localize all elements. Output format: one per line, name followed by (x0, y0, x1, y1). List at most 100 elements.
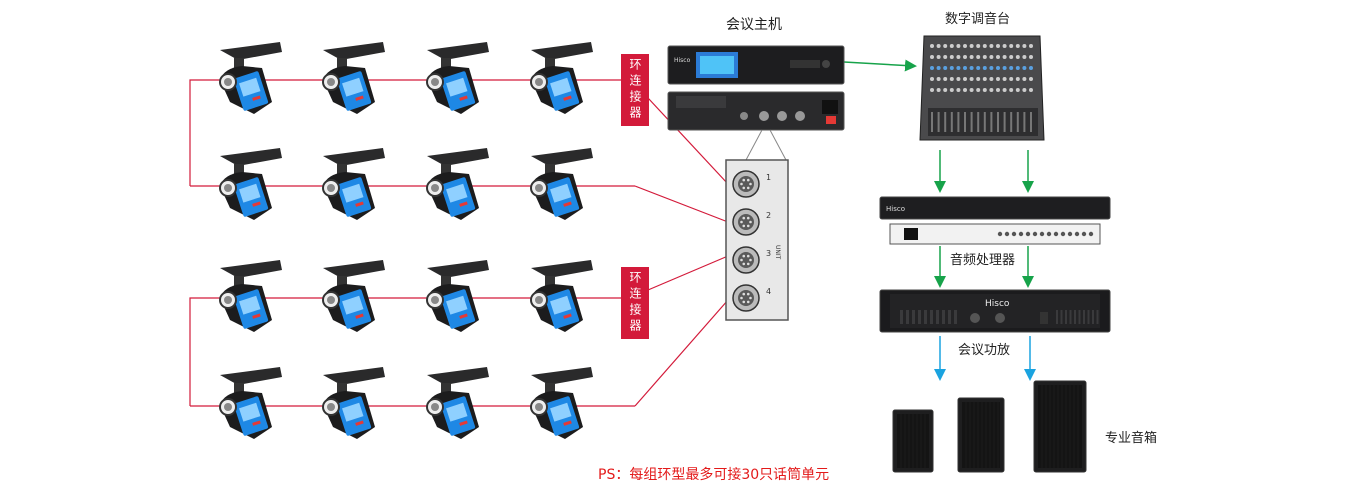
mixer-knob (982, 44, 987, 48)
mixer-knob (989, 77, 994, 81)
mixer-knob (949, 55, 954, 59)
microphone-unit-6 (322, 148, 385, 220)
mixer-knob (989, 44, 994, 48)
mixer-knob (969, 55, 974, 59)
main-unit-front: Hisco (667, 45, 845, 85)
mixer-knob (943, 44, 948, 48)
mixer-knob (949, 44, 954, 48)
mixer-fader (970, 112, 973, 132)
mixer-knob (956, 55, 961, 59)
mixer-fader (950, 112, 953, 132)
amplifier-vent (1078, 310, 1081, 324)
amplifier-vent (954, 310, 957, 324)
mixer-knob (969, 77, 974, 81)
mixer-knob (1029, 88, 1033, 92)
mixer-label: 数字调音台 (945, 12, 1011, 27)
mixer-knob (1022, 66, 1027, 70)
microphone-unit-3 (426, 42, 489, 114)
processor-port (1088, 231, 1094, 237)
mixer-knob (936, 55, 941, 59)
processor-port (1032, 231, 1038, 237)
mixer-fader (977, 112, 980, 132)
mixer-knob (930, 88, 934, 92)
audio-processor: Hisco (879, 196, 1111, 245)
processor-port (1046, 231, 1052, 237)
mixer-knob (963, 55, 967, 59)
mixer-knob (1002, 55, 1007, 59)
ring-coupler-1: 环连接器 (621, 54, 649, 126)
mixer-fader (1003, 112, 1006, 132)
mixer-fader (944, 112, 947, 132)
mixer-knob (969, 88, 974, 92)
mixer-knob (949, 88, 954, 92)
coupler2-to-port3 (647, 255, 729, 291)
mixer-knob (943, 88, 948, 92)
mixer-knob (996, 55, 1000, 59)
mixer-knob (956, 88, 961, 92)
signal-arrows (843, 59, 1036, 381)
arrow-main-to-mixer (843, 59, 917, 72)
digital-mixer (919, 35, 1045, 141)
amplifier-vent (930, 310, 933, 324)
mixer-knob (956, 66, 961, 70)
mixer-knob (1009, 55, 1014, 59)
mixer-knob (996, 44, 1000, 48)
mixer-fader (1010, 112, 1013, 132)
mixer-knob (1002, 88, 1007, 92)
mixer-knob (956, 77, 961, 81)
mixer-knob (982, 66, 987, 70)
amplifier-vent (912, 310, 915, 324)
mixer-knob (1009, 88, 1014, 92)
mixer-knob (1009, 77, 1014, 81)
unit-port-1: 1 (732, 170, 771, 198)
amplifier-brand: Hisco (985, 299, 1010, 309)
mixer-knob (1009, 44, 1014, 48)
mixer-knob (976, 88, 981, 92)
amplifier-vent (1074, 310, 1076, 324)
mixer-knob (969, 66, 974, 70)
mixer-fader (964, 112, 966, 132)
mixer-knob (1022, 77, 1027, 81)
mixer-knob (943, 66, 948, 70)
mixer-knob (996, 88, 1000, 92)
processor-port (1081, 231, 1087, 237)
mixer-knob (976, 66, 981, 70)
processor-brand: Hisco (886, 205, 905, 213)
mixer-knob (996, 66, 1000, 70)
amplifier-vent (900, 310, 903, 324)
amplifier-vent (1087, 310, 1090, 324)
microphone-unit-12 (530, 260, 593, 332)
note-text: PS：每组环型最多可接30只话筒单元 (598, 467, 830, 483)
ring-coupler-2: 环连接器 (621, 267, 649, 339)
mixer-knob (1022, 88, 1027, 92)
processor-port (1025, 231, 1031, 237)
mixer-knob (976, 44, 981, 48)
mixer-knob (930, 66, 934, 70)
microphone-units (219, 42, 593, 439)
amplifier-vent (948, 310, 951, 324)
mixer-knob (936, 88, 941, 92)
mixer-fader (1030, 112, 1032, 132)
processor-port (1067, 231, 1073, 237)
amplifier-label: 会议功放 (958, 343, 1011, 358)
mixer-knob (1015, 44, 1020, 48)
mixer-fader (990, 112, 993, 132)
microphone-cables (189, 79, 729, 407)
mixer-knob (1015, 55, 1020, 59)
mixer-knob (1029, 66, 1033, 70)
unit-port-number: 1 (766, 173, 771, 182)
mixer-fader (1023, 112, 1026, 132)
microphone-unit-8 (530, 148, 593, 220)
unit-port-2: 2 (732, 208, 771, 236)
main-unit-brand: Hisco (674, 57, 691, 64)
mixer-knob (956, 44, 961, 48)
microphone-unit-1 (219, 42, 282, 114)
processor-label: 音频处理器 (950, 253, 1016, 268)
row4-to-port4 (634, 299, 729, 407)
processor-port (1039, 231, 1045, 237)
amplifier-vent (918, 310, 921, 324)
amplifier-vent (1069, 310, 1072, 324)
processor-port (1053, 231, 1059, 237)
